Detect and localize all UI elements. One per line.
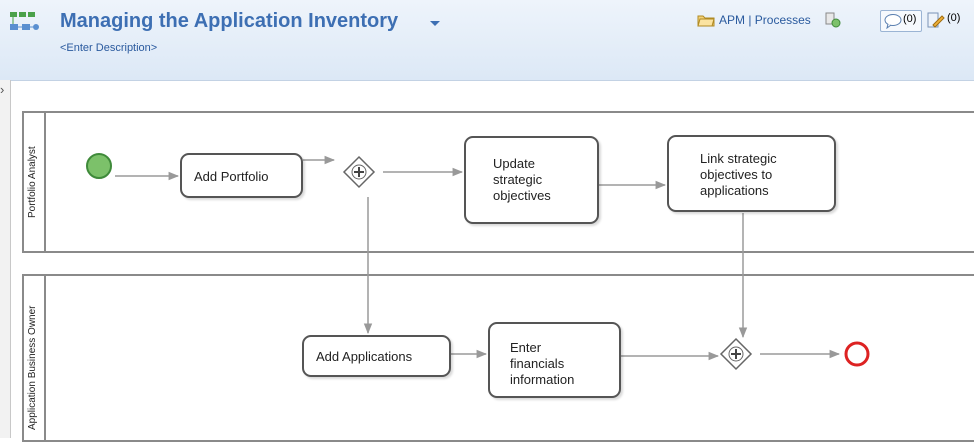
task-add-portfolio[interactable]: Add Portfolio bbox=[180, 153, 303, 198]
task-label: Update strategic objectives bbox=[493, 156, 551, 203]
lane-header: Portfolio Analyst bbox=[24, 113, 46, 251]
chevron-right-icon: › bbox=[0, 82, 5, 97]
header-bar: Managing the Application Inventory <Ente… bbox=[0, 0, 974, 81]
edit-icon[interactable] bbox=[925, 10, 945, 30]
task-update-strategic-objectives[interactable]: Update strategic objectives bbox=[464, 136, 599, 224]
sidebar-toggle[interactable]: › bbox=[0, 80, 11, 438]
comments-count: (0) bbox=[903, 13, 917, 25]
comment-icon bbox=[884, 14, 902, 29]
gear-icon[interactable] bbox=[822, 10, 844, 30]
description-field[interactable]: <Enter Description> bbox=[60, 42, 158, 54]
breadcrumb-link[interactable]: APM | Processes bbox=[719, 13, 811, 27]
task-link-strategic-objectives[interactable]: Link strategic objectives to application… bbox=[667, 135, 836, 212]
task-enter-financials-information[interactable]: Enter financials information bbox=[488, 322, 621, 398]
task-label: Enter financials information bbox=[510, 340, 575, 387]
task-label: Link strategic objectives to application… bbox=[700, 151, 777, 198]
task-label: Add Portfolio bbox=[194, 169, 269, 184]
comments-button[interactable]: (0) bbox=[880, 10, 922, 32]
caret-down-icon[interactable] bbox=[426, 14, 444, 32]
page-title: Managing the Application Inventory bbox=[60, 10, 399, 32]
edits-count: (0) bbox=[947, 12, 961, 24]
lane-label: Portfolio Analyst bbox=[27, 146, 38, 218]
folder-icon bbox=[697, 15, 715, 27]
task-add-applications[interactable]: Add Applications bbox=[302, 335, 451, 377]
lane-label: Application Business Owner bbox=[27, 305, 38, 430]
lane-header: Application Business Owner bbox=[24, 276, 46, 440]
process-map-icon bbox=[10, 12, 39, 30]
task-label: Add Applications bbox=[316, 349, 413, 364]
